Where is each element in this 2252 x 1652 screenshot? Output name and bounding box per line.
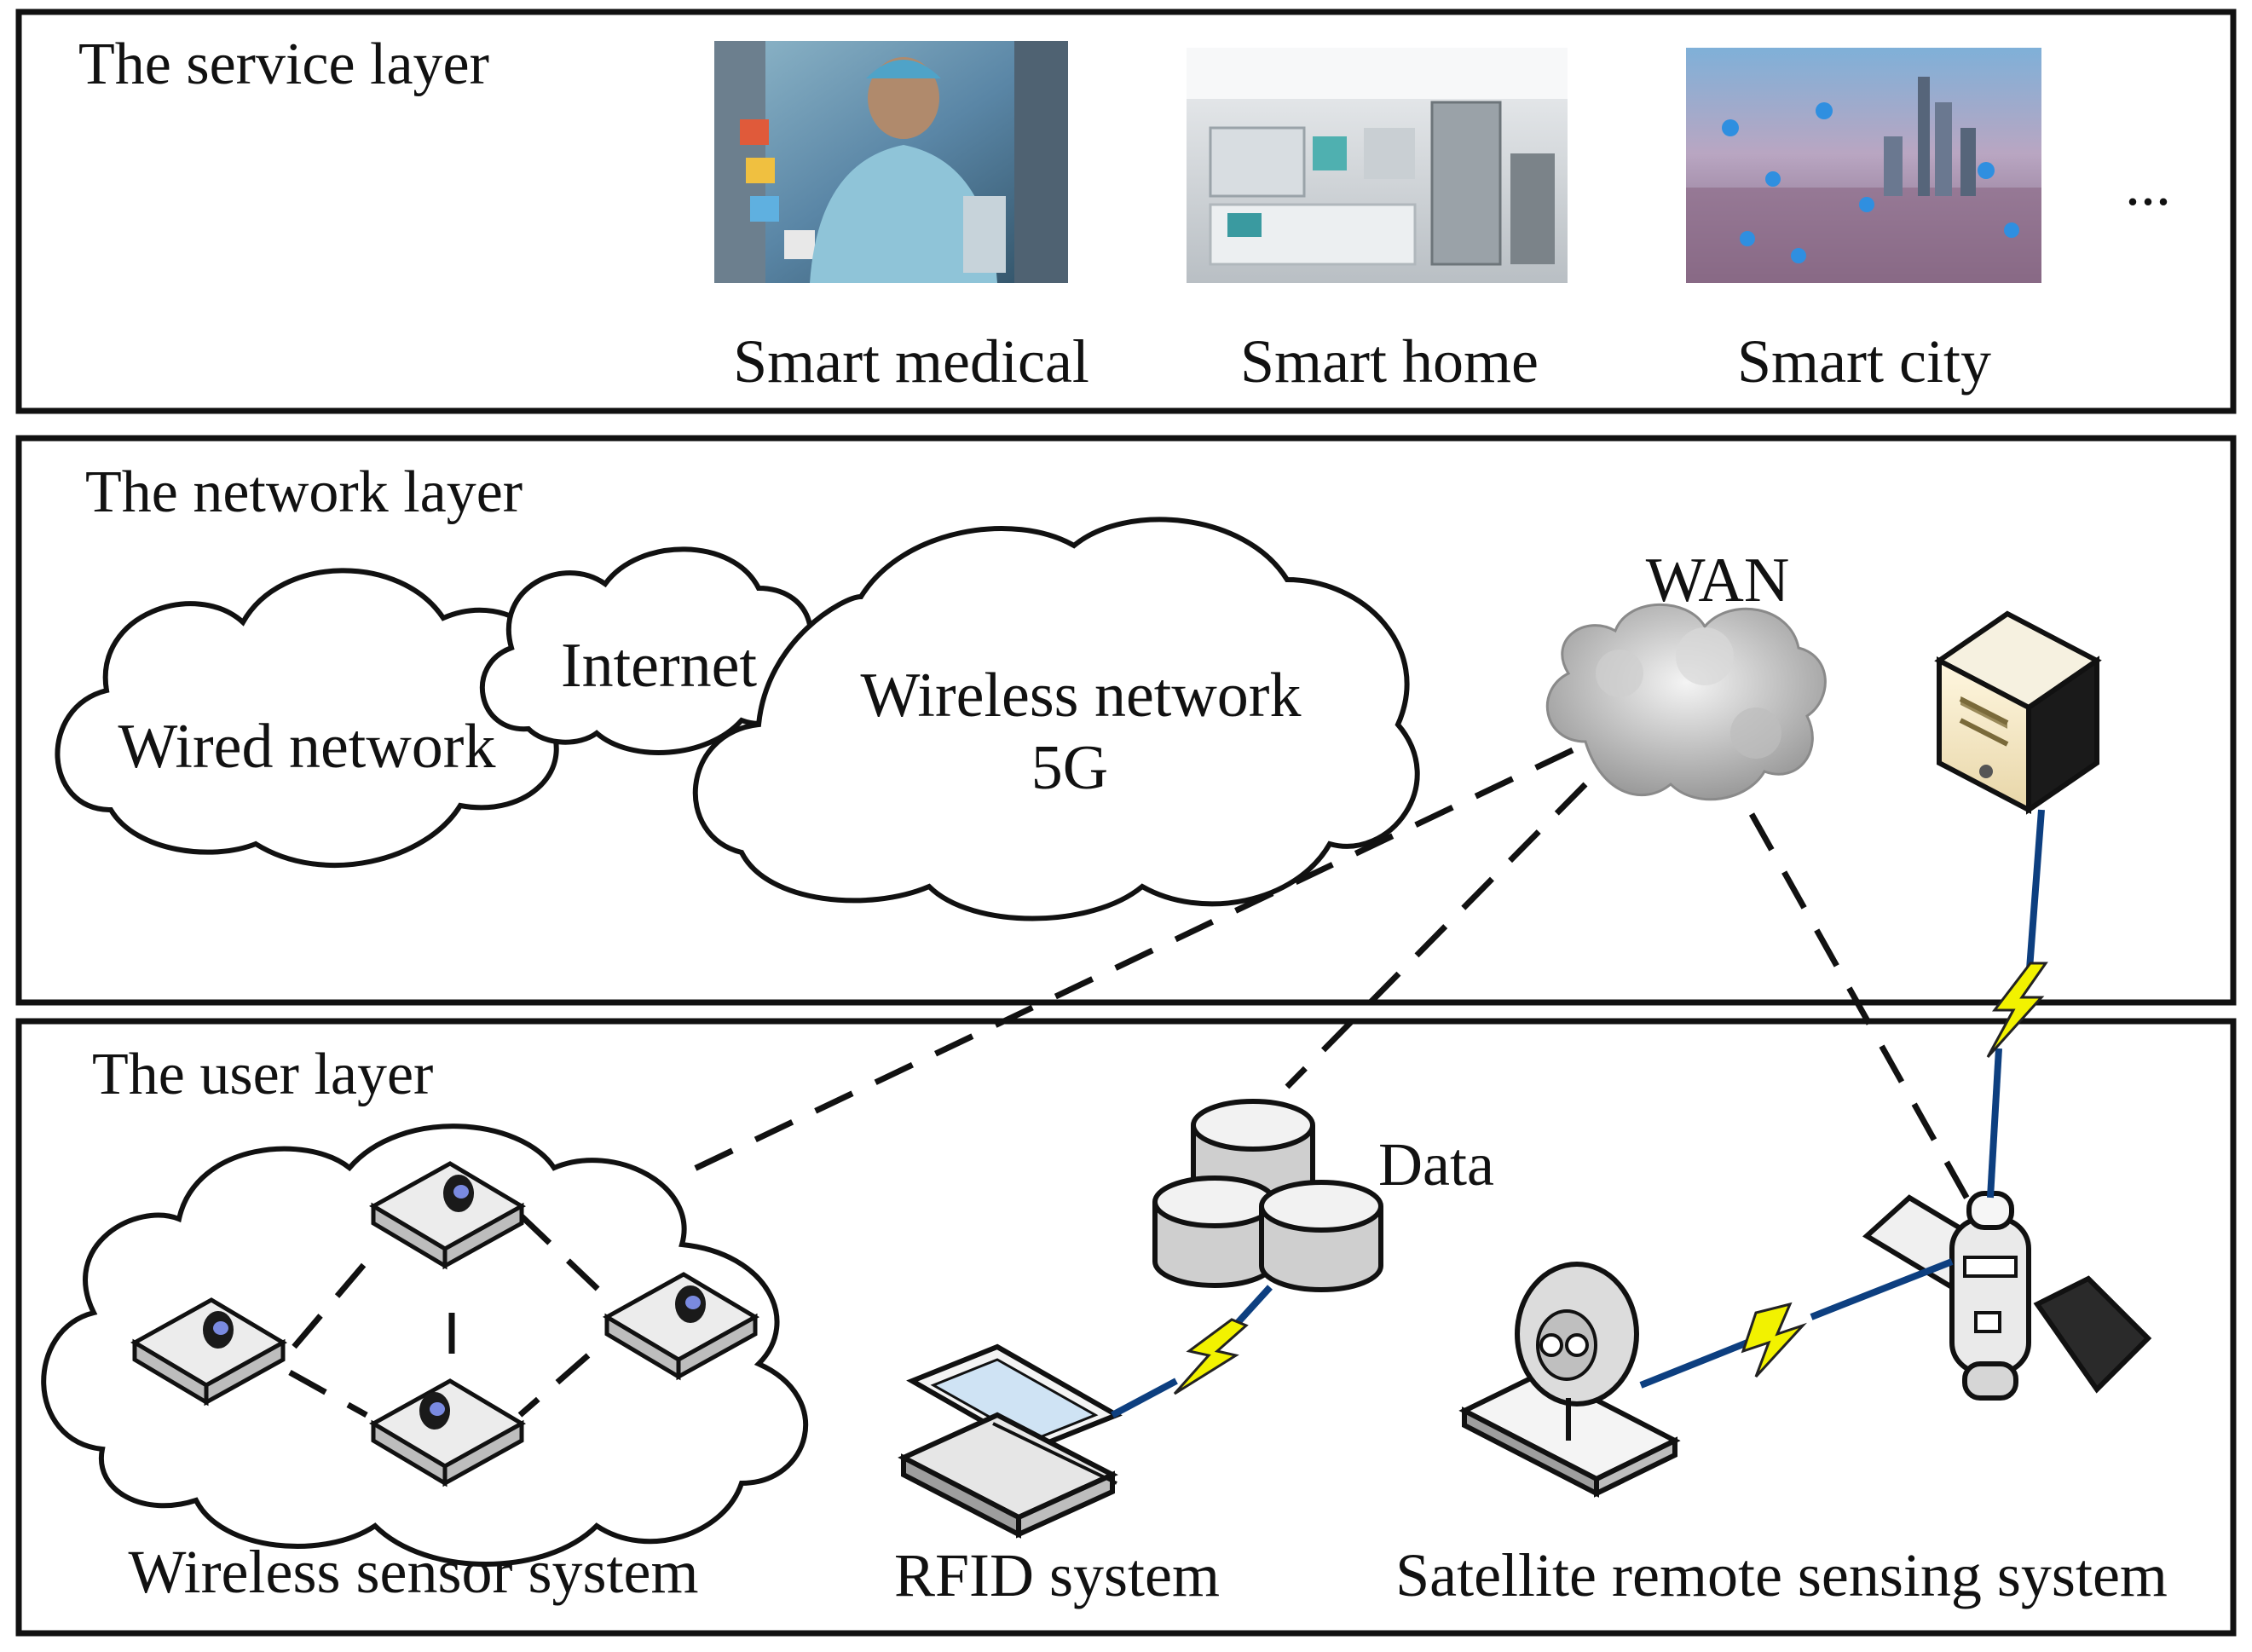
service-layer-panel: The service layer Smart medical — [15, 9, 2237, 414]
satellite-label: Satellite remote sensing system — [1395, 1541, 2168, 1609]
smart-city-photo — [1686, 48, 2041, 283]
more-services-ellipsis: ... — [2125, 150, 2171, 218]
wan-label: WAN — [1646, 546, 1790, 615]
lightning-bolt-icon — [1986, 962, 2048, 1059]
smart-city-label: Smart city — [1737, 327, 1991, 396]
server-satellite-link — [1986, 809, 2048, 1199]
data-rfid-link — [1111, 1285, 1273, 1418]
user-layer-title: The user layer — [92, 1042, 433, 1107]
wireless-network-label: Wireless network — [861, 661, 1302, 731]
sensor-node-left — [130, 1297, 288, 1407]
smart-home-label: Smart home — [1240, 327, 1539, 396]
smart-medical-label: Smart medical — [733, 327, 1089, 396]
rfid-reader-icon — [898, 1343, 1123, 1539]
wireless-sensor-cloud — [41, 1123, 809, 1567]
network-layer-border — [15, 435, 2237, 1006]
network-layer-panel: The network layer Wired network Internet… — [15, 435, 2237, 1006]
smart-home-photo — [1187, 48, 1568, 283]
data-label: Data — [1378, 1130, 1494, 1199]
sensor-mesh-links — [288, 1212, 616, 1418]
wan-to-data-link — [1285, 782, 1588, 1089]
wireless-5g-label: 5G — [1031, 733, 1108, 803]
smart-medical-photo — [714, 41, 1068, 283]
user-layer-border — [15, 1018, 2237, 1637]
user-layer-panel: The user layer — [15, 1018, 2237, 1637]
wan-connections — [680, 747, 1972, 1204]
dish-satellite-link — [1639, 1258, 1954, 1389]
wireless-network-cloud — [692, 517, 1420, 921]
sensor-node-right — [602, 1272, 760, 1381]
database-icon — [1152, 1099, 1383, 1292]
network-layer-title: The network layer — [85, 459, 523, 525]
wan-to-sensor-link — [680, 747, 1574, 1178]
wireless-sensor-label: Wireless sensor system — [129, 1538, 699, 1606]
satellite-dish-icon — [1458, 1262, 1681, 1498]
service-layer-border — [15, 9, 2237, 414]
lightning-bolt-icon — [1741, 1302, 1808, 1378]
wan-to-satellite-link — [1748, 812, 1972, 1204]
sensor-node-bottom — [368, 1378, 527, 1487]
lightning-bolt-icon — [1173, 1318, 1249, 1395]
server-icon — [1934, 610, 2102, 815]
satellite-icon — [1862, 1191, 2152, 1401]
internet-label: Internet — [561, 631, 758, 701]
wired-network-label: Wired network — [118, 712, 496, 782]
service-layer-title: The service layer — [78, 32, 489, 97]
rfid-label: RFID system — [894, 1541, 1220, 1609]
internet-cloud — [480, 546, 813, 755]
wan-cloud-icon — [1545, 603, 1827, 801]
sensor-node-top — [368, 1161, 527, 1270]
